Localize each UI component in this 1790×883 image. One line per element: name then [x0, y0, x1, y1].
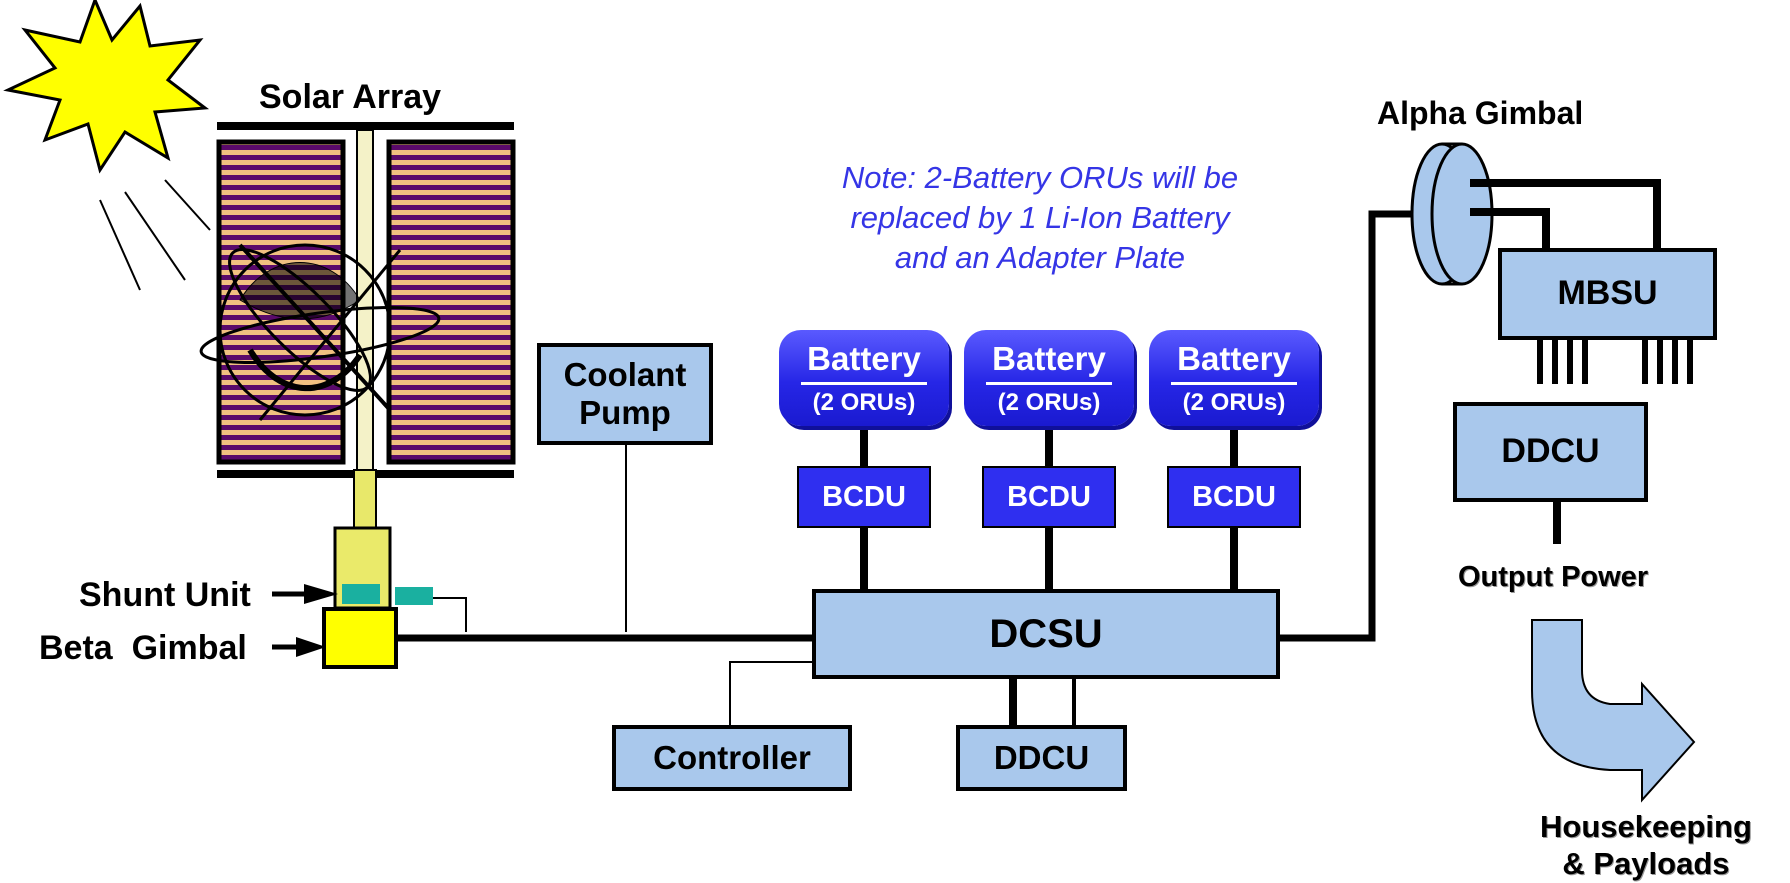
output-power-label: Output Power	[1458, 561, 1649, 593]
bcdu-1: BCDU	[797, 466, 931, 528]
bcdu-3: BCDU	[1167, 466, 1301, 528]
dcsu-alpha-wire	[1277, 210, 1412, 642]
dcsu-box: DCSU	[812, 589, 1280, 679]
battery-2: Battery (2 ORUs)	[964, 330, 1134, 426]
battery-sub: (2 ORUs)	[997, 389, 1101, 416]
battery-title: Battery	[807, 340, 921, 377]
housekeeping-line1: Housekeeping	[1540, 809, 1752, 844]
battery-divider	[986, 382, 1112, 385]
battery-divider	[801, 382, 927, 385]
note-line-3: and an Adapter Plate	[894, 240, 1186, 275]
ddcu-right-box: DDCU	[1453, 402, 1648, 502]
shunt-unit-label: Shunt Unit	[79, 576, 251, 614]
battery-3: Battery (2 ORUs)	[1149, 330, 1319, 426]
shunt-unit-arrow	[272, 584, 338, 604]
housekeeping-line2: & Payloads	[1562, 846, 1730, 881]
beta-gimbal	[322, 607, 398, 669]
shunt-element-right	[395, 587, 433, 605]
controller-wire	[729, 661, 815, 730]
controller-box: Controller	[612, 725, 852, 791]
battery-title: Battery	[1177, 340, 1291, 377]
note-line-1: Note: 2-Battery ORUs will be	[841, 160, 1239, 195]
bcdu-2: BCDU	[982, 466, 1116, 528]
battery-sub: (2 ORUs)	[1182, 389, 1286, 416]
li-ion-note: Note: 2-Battery ORUs will be replaced by…	[790, 158, 1290, 278]
shunt-element-left	[342, 584, 380, 604]
battery-1: Battery (2 ORUs)	[779, 330, 949, 426]
station-emblem-icon	[199, 243, 441, 421]
housekeeping-label: Housekeeping & Payloads	[1540, 808, 1752, 882]
alpha-gimbal-label: Alpha Gimbal	[1377, 95, 1584, 131]
mbsu-output-pins	[1537, 338, 1693, 384]
battery-sub: (2 ORUs)	[812, 389, 916, 416]
coolant-pump-box: Coolant Pump	[537, 343, 713, 445]
alpha-mbsu-wire-inner	[1470, 208, 1550, 252]
solar-array	[216, 122, 516, 531]
solar-array-label: Solar Array	[259, 78, 442, 116]
alpha-mbsu-wire-outer	[1470, 179, 1661, 252]
mbsu-box: MBSU	[1498, 248, 1717, 340]
dcsu-ddcu-connectors	[1009, 678, 1076, 730]
battery-divider	[1171, 382, 1297, 385]
battery-title: Battery	[992, 340, 1106, 377]
shunt-wire	[433, 597, 467, 632]
battery-bus-connectors	[860, 430, 1238, 594]
beta-gimbal-arrow	[272, 637, 326, 657]
beta-gimbal-label: Beta Gimbal	[39, 629, 247, 667]
sun-icon	[3, 0, 211, 291]
output-arrow-icon	[1531, 619, 1696, 803]
coolant-pump-line1: Coolant	[563, 356, 687, 394]
coolant-pump-line2: Pump	[579, 394, 671, 431]
ddcu-bottom-box: DDCU	[956, 725, 1127, 791]
note-line-2: replaced by 1 Li-Ion Battery	[850, 200, 1230, 235]
